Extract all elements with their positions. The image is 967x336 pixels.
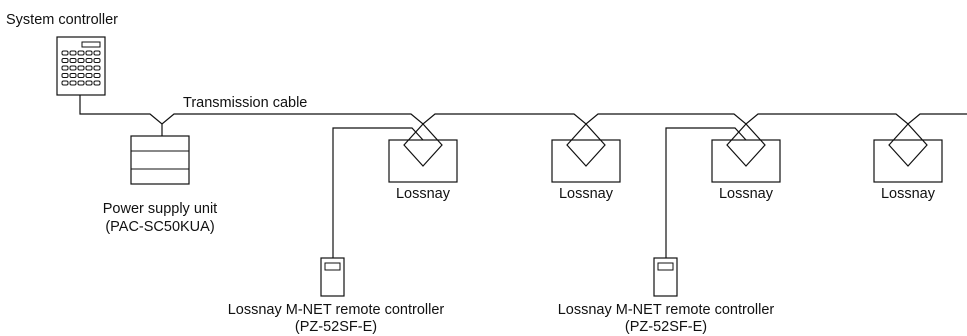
keypad-key: [77, 65, 85, 71]
remote-controller-wire: [665, 127, 747, 258]
keypad-key: [61, 65, 69, 71]
keypad-key: [61, 50, 69, 56]
lossnay-label: Lossnay: [719, 186, 774, 202]
keypad-key: [93, 58, 101, 63]
keypad-key: [85, 50, 93, 56]
keypad-key: [77, 50, 85, 56]
remote-controller-name: Lossnay M-NET remote controller: [228, 302, 445, 318]
keypad-key: [77, 73, 85, 78]
keypad-key: [85, 80, 93, 86]
keypad-key: [77, 80, 85, 86]
lossnay-label: Lossnay: [396, 186, 451, 202]
keypad-key: [93, 73, 101, 78]
keypad-key: [69, 73, 77, 78]
lossnay-unit-icon: [711, 123, 781, 183]
remote-controller-wire: [332, 127, 424, 258]
lossnay-unit-icon: [388, 123, 458, 183]
power-supply-name: Power supply unit: [103, 201, 217, 217]
lossnay-label: Lossnay: [881, 186, 936, 202]
remote-controller-icon: [320, 257, 345, 297]
keypad-key: [61, 80, 69, 86]
lossnay-label: Lossnay: [559, 186, 614, 202]
lossnay-unit-icon: [551, 123, 621, 183]
keypad-key: [77, 58, 85, 63]
transmission-cable-label: Transmission cable: [183, 95, 307, 111]
lossnay-unit-icon: [873, 123, 943, 183]
keypad-key: [93, 50, 101, 56]
keypad-key: [85, 65, 93, 71]
remote-controller-name: Lossnay M-NET remote controller: [558, 302, 775, 318]
transmission-cable-line: [79, 95, 967, 125]
system-controller-label: System controller: [6, 12, 118, 28]
keypad-key: [85, 58, 93, 63]
keypad-key: [93, 65, 101, 71]
keypad-key: [93, 80, 101, 86]
keypad-key: [69, 50, 77, 56]
keypad-key: [69, 80, 77, 86]
remote-controller-model: (PZ-52SF-E): [295, 319, 377, 335]
remote-controller-model: (PZ-52SF-E): [625, 319, 707, 335]
keypad-key: [69, 65, 77, 71]
keypad-key: [61, 73, 69, 78]
keypad-key: [61, 58, 69, 63]
system-controller-icon: [56, 36, 106, 96]
remote-controller-icon: [653, 257, 678, 297]
keypad-key: [85, 73, 93, 78]
power-supply-unit-icon: [130, 124, 190, 185]
keypad-key: [69, 58, 77, 63]
power-supply-model: (PAC-SC50KUA): [105, 219, 214, 235]
